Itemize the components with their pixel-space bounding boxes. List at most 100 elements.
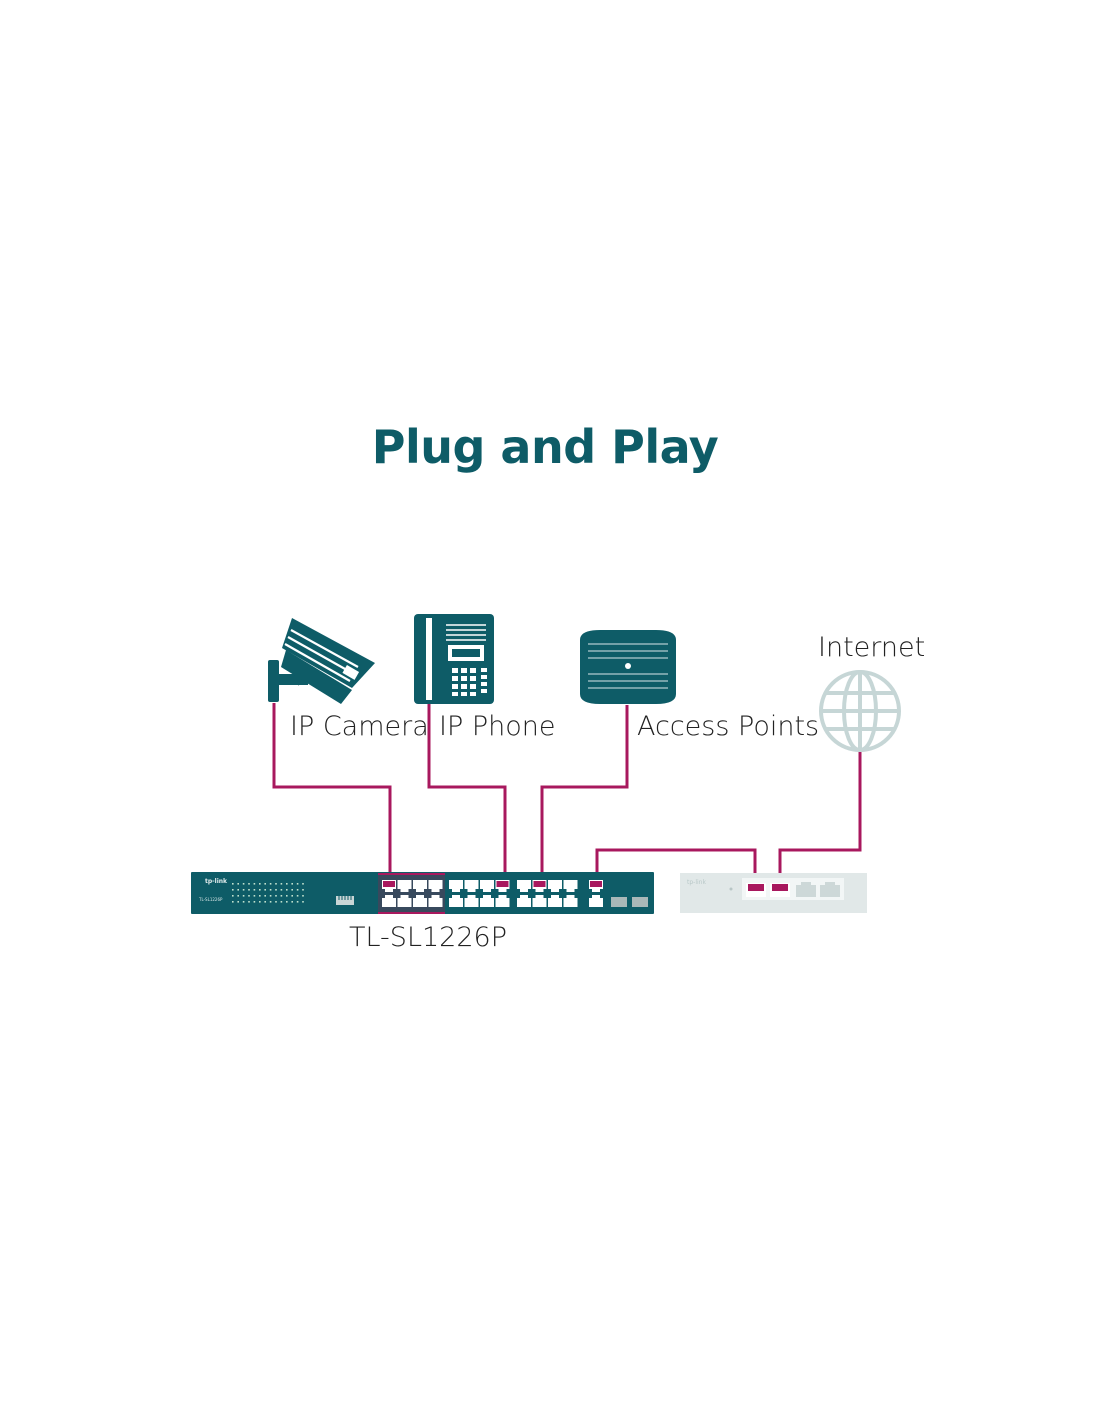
status-led (275, 895, 277, 897)
ethernet-port (397, 895, 412, 907)
status-led (259, 901, 261, 903)
status-led (259, 895, 261, 897)
status-led (232, 901, 234, 903)
cable-uplink (595, 848, 757, 884)
console-port (336, 896, 354, 905)
ethernet-port (589, 895, 603, 907)
sfp-port (611, 897, 627, 907)
status-led (237, 895, 239, 897)
status-led (280, 895, 283, 897)
status-led (253, 901, 256, 903)
status-led (296, 895, 299, 897)
main-switch-brand: tp-link (205, 878, 228, 885)
status-led (253, 889, 256, 891)
status-led (242, 883, 245, 885)
status-led (232, 895, 234, 897)
status-led (242, 889, 245, 891)
status-led (280, 901, 283, 903)
status-led (248, 883, 250, 885)
ethernet-port (449, 880, 463, 892)
ethernet-port (428, 880, 443, 892)
status-led (302, 895, 304, 897)
ethernet-port-active (382, 880, 396, 892)
ethernet-port (413, 880, 427, 892)
switch-model-label: TL-SL1226P (349, 922, 507, 953)
cable-phone (427, 703, 507, 882)
ip-camera-icon (268, 618, 375, 704)
access-point-icon (580, 630, 676, 704)
status-led (237, 901, 239, 903)
ethernet-port (563, 880, 578, 892)
status-led (264, 901, 266, 903)
status-led (296, 901, 299, 903)
status-led (296, 889, 299, 891)
status-led (291, 895, 293, 897)
status-led (286, 895, 288, 897)
status-led (280, 883, 283, 885)
router-port-active (746, 883, 766, 897)
ethernet-port (464, 880, 479, 892)
status-led (237, 889, 239, 891)
cable-access-points (540, 705, 629, 882)
status-led (232, 883, 234, 885)
status-led (253, 883, 256, 885)
status-led (275, 901, 277, 903)
status-led (280, 889, 283, 891)
port-group-highlight (378, 874, 445, 913)
cable-internet (778, 752, 862, 884)
status-led (264, 889, 266, 891)
ethernet-port-active (532, 880, 547, 892)
page-title: Plug and Play (371, 420, 719, 474)
ethernet-port (397, 880, 412, 892)
status-led (232, 889, 234, 891)
ip-camera-label: IP Camera (290, 711, 429, 742)
status-leds (232, 883, 304, 903)
router-port-active (770, 883, 790, 897)
status-led (275, 883, 277, 885)
status-led (248, 889, 250, 891)
status-led (302, 901, 304, 903)
ip-phone-label: IP Phone (439, 711, 556, 742)
ethernet-port (480, 880, 494, 892)
cable-camera (272, 703, 392, 882)
status-led (291, 883, 293, 885)
status-led (291, 889, 293, 891)
status-led (259, 883, 261, 885)
status-led (302, 889, 304, 891)
status-led (253, 895, 256, 897)
status-led (248, 901, 250, 903)
ethernet-port (428, 895, 443, 907)
status-led (286, 901, 288, 903)
status-led (269, 895, 272, 897)
ethernet-port (517, 895, 531, 907)
ethernet-port (548, 895, 562, 907)
main-switch-model-small: TL-SL1226P (199, 897, 223, 902)
ethernet-port (517, 880, 531, 892)
status-led (269, 901, 272, 903)
status-led (286, 883, 288, 885)
status-led (259, 889, 261, 891)
access-points-label: Access Points (637, 711, 820, 742)
sfp-port (632, 897, 648, 907)
main-switch (191, 872, 654, 914)
status-led (275, 889, 277, 891)
ethernet-port-active (495, 880, 510, 892)
router-port (796, 882, 816, 897)
ethernet-port (480, 895, 494, 907)
status-led (286, 889, 288, 891)
ethernet-port-active (589, 880, 603, 892)
status-led (248, 895, 250, 897)
status-led (237, 883, 239, 885)
status-led (269, 889, 272, 891)
status-led (242, 895, 245, 897)
ethernet-port (563, 895, 578, 907)
router-device (680, 873, 867, 913)
internet-globe-icon (819, 670, 901, 752)
ethernet-port (495, 895, 510, 907)
router-brand: tp-link (687, 879, 706, 886)
router-port (820, 882, 840, 897)
ethernet-port (548, 880, 562, 892)
status-led (264, 895, 266, 897)
